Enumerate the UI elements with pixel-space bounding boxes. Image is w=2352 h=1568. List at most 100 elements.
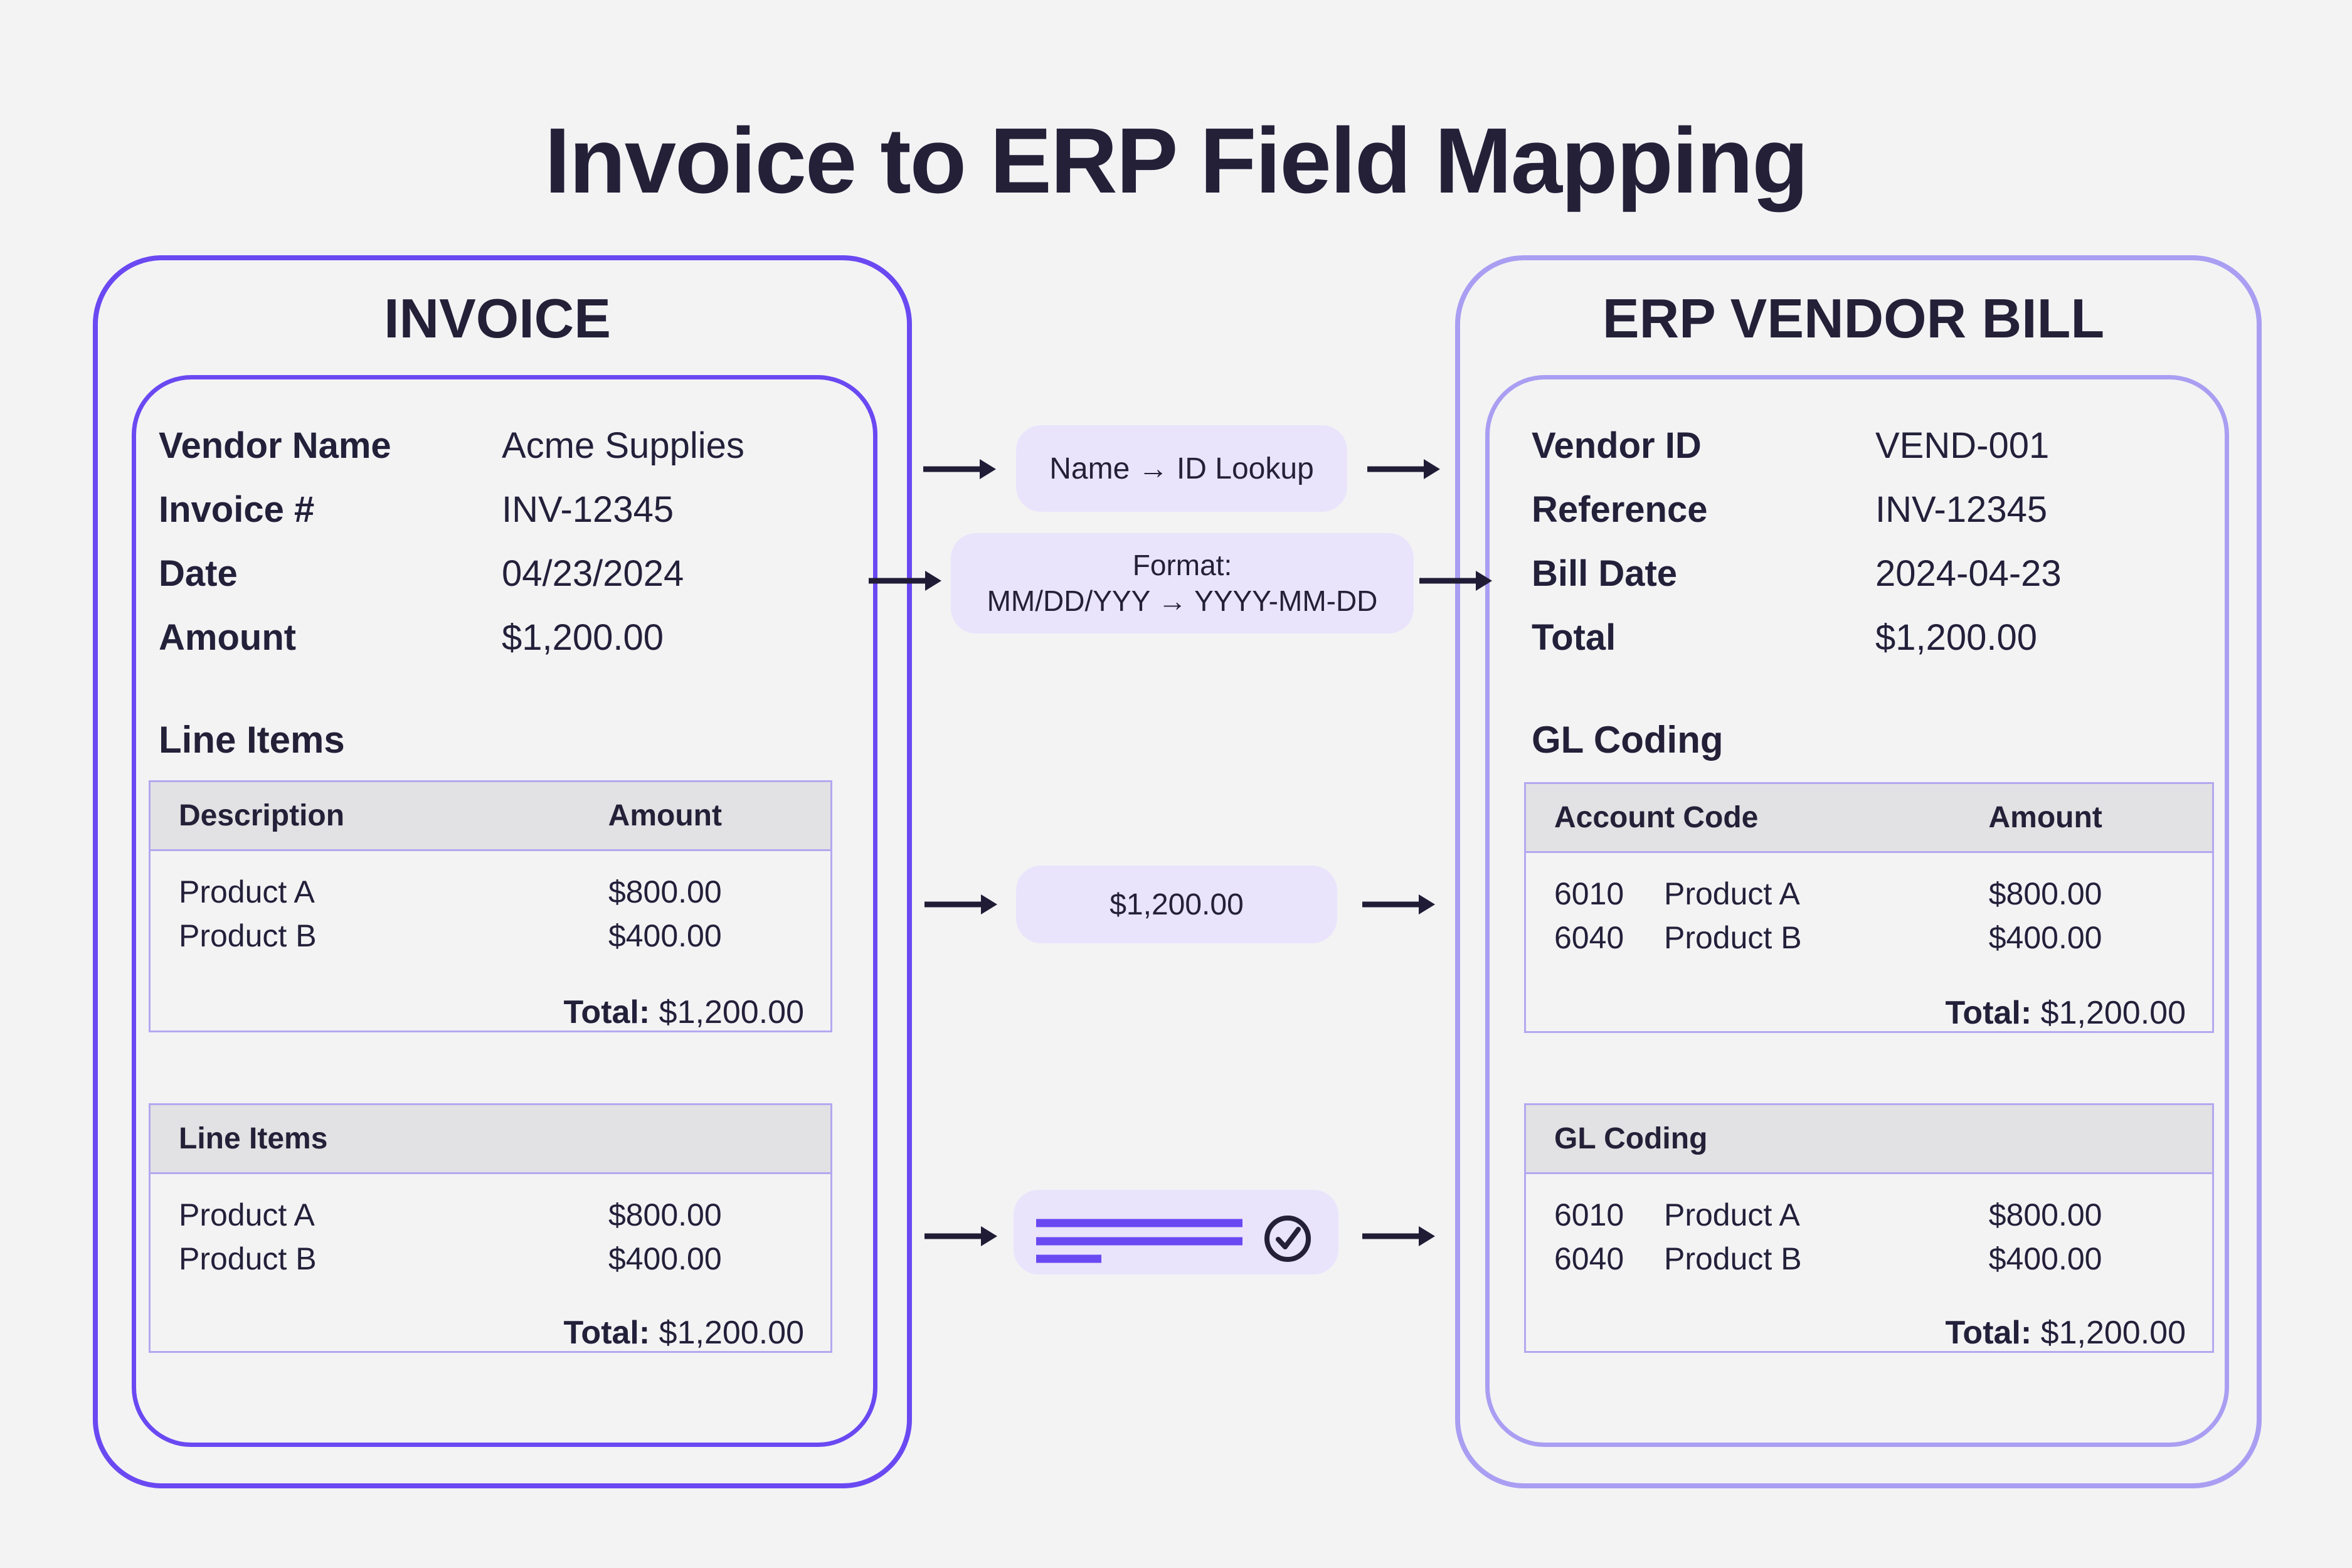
flow-arrow-right-icon xyxy=(1367,459,1440,479)
cell-description: Product B xyxy=(179,918,317,953)
cell-account-code: 6010 xyxy=(1554,876,1624,911)
flow-arrow-right-icon xyxy=(1362,1226,1435,1246)
cell-description: Product B xyxy=(179,1241,317,1276)
field-value: INV-12345 xyxy=(502,489,674,530)
cell-amount: $800.00 xyxy=(608,1197,722,1232)
table-body: Product A $800.00 Product B $400.00 Tota… xyxy=(151,1193,830,1368)
cell-description: Product B xyxy=(1664,1241,1802,1276)
table-row: Product A $800.00 xyxy=(151,870,830,914)
field-label: Reference xyxy=(1532,489,1708,530)
flow-arrow-right-icon xyxy=(924,1226,997,1246)
invoice-line-items-summary-table: Line Items Product A $800.00 Product B $… xyxy=(149,1103,832,1353)
erp-panel-title: ERP VENDOR BILL xyxy=(1602,287,2105,349)
transformation-badge-amount: $1,200.00 xyxy=(1016,866,1337,943)
transformation-badge-name-to-id-lookup: Name → ID Lookup xyxy=(1016,425,1347,512)
document-lines-check-icon xyxy=(1036,1216,1311,1263)
field-label: Vendor ID xyxy=(1532,425,1702,466)
erp-card xyxy=(1485,375,2229,1447)
cell-amount: $400.00 xyxy=(1988,1241,2102,1276)
field-label: Invoice # xyxy=(159,489,315,530)
field-label: Date xyxy=(159,553,238,594)
cell-account-code: 6040 xyxy=(1554,920,1624,955)
flow-arrow-right-icon xyxy=(923,459,996,479)
table-total: Total: $1,200.00 xyxy=(1946,1314,2186,1352)
invoice-field-invoice-number: Invoice # INV-12345 xyxy=(159,479,861,541)
cell-description: Product B xyxy=(1664,920,1802,955)
column-header-amount: Amount xyxy=(608,799,722,832)
table-row: 6010 Product A $800.00 xyxy=(1526,1193,2212,1237)
table-header-title: GL Coding xyxy=(1554,1122,1708,1155)
transformation-badge-date-format: Format: MM/DD/YYY → YYYY-MM-DD xyxy=(951,533,1414,633)
erp-section-label-gl-coding: GL Coding xyxy=(1532,719,1724,761)
table-row: Product B $400.00 xyxy=(151,1237,830,1281)
table-header-row: Line Items xyxy=(151,1105,830,1174)
total-value: $1,200.00 xyxy=(659,994,804,1030)
invoice-field-date: Date 04/23/2024 xyxy=(159,543,861,605)
table-row: 6040 Product B $400.00 xyxy=(1526,916,2212,960)
erp-vendor-bill-panel xyxy=(1455,255,2262,1488)
field-label: Total xyxy=(1532,617,1616,658)
badge-label-line1: Format: xyxy=(1132,549,1232,581)
cell-description: Product A xyxy=(1664,1197,1800,1232)
cell-amount: $400.00 xyxy=(608,1241,722,1276)
table-body: 6010 Product A $800.00 6040 Product B $4… xyxy=(1526,872,2212,1048)
total-value: $1,200.00 xyxy=(2040,995,2186,1031)
table-header-row: GL Coding xyxy=(1526,1105,2212,1174)
table-header-title: Line Items xyxy=(179,1122,328,1155)
cell-amount: $800.00 xyxy=(1988,876,2102,911)
cell-amount: $800.00 xyxy=(1988,1197,2102,1232)
cell-account-code: 6010 xyxy=(1554,1197,1624,1232)
column-header-description: Description xyxy=(179,799,345,832)
invoice-section-label-line-items: Line Items xyxy=(159,719,345,761)
cell-description: Product A xyxy=(1664,876,1800,911)
flow-arrow-right-icon xyxy=(1419,571,1492,591)
table-header-row: Description Amount xyxy=(151,782,830,851)
total-label: Total: xyxy=(1945,1315,2032,1351)
field-value: INV-12345 xyxy=(1875,489,2048,530)
page-title: Invoice to ERP Field Mapping xyxy=(544,109,1808,213)
flow-arrow-right-icon xyxy=(1362,894,1435,914)
table-total: Total: $1,200.00 xyxy=(564,1314,804,1352)
column-header-amount: Amount xyxy=(1988,801,2102,834)
erp-field-reference: Reference INV-12345 xyxy=(1532,479,2234,541)
field-value: 2024-04-23 xyxy=(1875,553,2062,594)
transformation-badge-line-items-validation xyxy=(1014,1190,1338,1274)
total-label: Total: xyxy=(563,994,650,1030)
erp-field-bill-date: Bill Date 2024-04-23 xyxy=(1532,543,2234,605)
cell-account-code: 6040 xyxy=(1554,1241,1624,1276)
invoice-panel-title: INVOICE xyxy=(384,287,611,349)
cell-amount: $800.00 xyxy=(608,874,722,909)
field-label: Bill Date xyxy=(1532,553,1678,594)
field-value: 04/23/2024 xyxy=(502,553,684,594)
badge-label: Name → ID Lookup xyxy=(1049,452,1314,485)
total-label: Total: xyxy=(1945,995,2032,1031)
table-row: Product B $400.00 xyxy=(151,914,830,958)
erp-gl-coding-table: Account Code Amount 6010 Product A $800.… xyxy=(1524,782,2214,1033)
total-value: $1,200.00 xyxy=(2040,1315,2186,1351)
field-value: $1,200.00 xyxy=(502,617,664,658)
erp-field-vendor-id: Vendor ID VEND-001 xyxy=(1532,415,2234,477)
erp-field-total: Total $1,200.00 xyxy=(1532,607,2234,669)
invoice-field-vendor-name: Vendor Name Acme Supplies xyxy=(159,415,861,477)
column-header-account-code: Account Code xyxy=(1554,801,1759,834)
field-value: Acme Supplies xyxy=(502,425,744,466)
table-total: Total: $1,200.00 xyxy=(1946,994,2186,1032)
table-row: 6010 Product A $800.00 xyxy=(1526,872,2212,916)
table-total: Total: $1,200.00 xyxy=(564,993,804,1031)
invoice-panel xyxy=(93,255,912,1488)
field-label: Amount xyxy=(159,617,297,658)
invoice-card xyxy=(132,375,877,1447)
field-value: $1,200.00 xyxy=(1875,617,2038,658)
cell-amount: $400.00 xyxy=(1988,920,2102,955)
total-label: Total: xyxy=(563,1315,650,1351)
cell-description: Product A xyxy=(179,1197,315,1232)
flow-arrow-right-icon xyxy=(924,894,997,914)
table-header-row: Account Code Amount xyxy=(1526,784,2212,853)
badge-label: $1,200.00 xyxy=(1110,887,1244,921)
total-value: $1,200.00 xyxy=(659,1315,804,1351)
field-value: VEND-001 xyxy=(1875,425,2050,466)
field-label: Vendor Name xyxy=(159,425,391,466)
erp-gl-coding-summary-table: GL Coding 6010 Product A $800.00 6040 Pr… xyxy=(1524,1103,2214,1353)
table-body: 6010 Product A $800.00 6040 Product B $4… xyxy=(1526,1193,2212,1368)
flow-arrow-right-icon xyxy=(869,571,941,591)
